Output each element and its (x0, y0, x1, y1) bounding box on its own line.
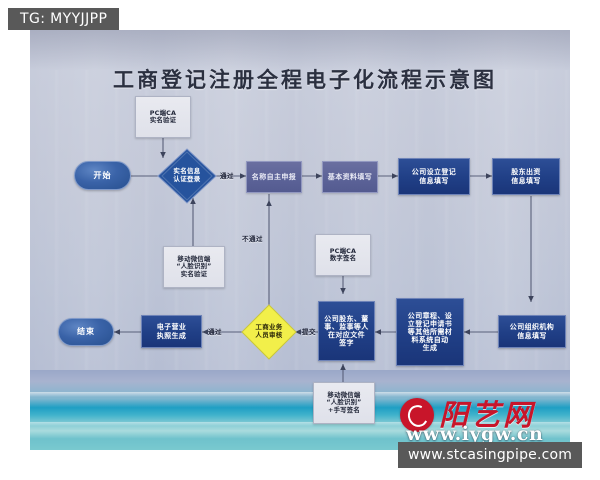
node-label: 移动微信端“人脸识别”实名验证 (176, 254, 212, 278)
node-label: 公司设立登记信息填写 (411, 168, 457, 185)
node-label: 实名信息认证登录 (173, 167, 201, 183)
node-label: 结束 (77, 327, 95, 337)
board-glare (30, 30, 570, 70)
display-board-background (30, 30, 570, 370)
site-url-text: www.stcasingpipe.com (408, 447, 573, 463)
node-mobile-face-realname: 移动微信端“人脸识别”实名验证 (163, 246, 225, 288)
chart-title: 工商登记注册全程电子化流程示意图 (113, 67, 497, 92)
node-label: 名称自主申报 (251, 172, 297, 181)
edge-label-pass-bottom: 通过 (208, 328, 222, 336)
node-label: 基本资料填写 (327, 172, 373, 181)
diamond-shape-icon (241, 304, 297, 360)
node-label: 公司组织机构信息填写 (509, 323, 555, 340)
band-gloss-line-2 (30, 422, 570, 426)
node-realname-login: 实名信息认证登录 (157, 148, 217, 204)
lower-color-band (30, 370, 570, 450)
node-label: 工商业务人员审核 (255, 323, 283, 339)
node-elicense-generate: 电子营业执照生成 (141, 315, 202, 348)
node-stakeholders-sign: 公司股东、董事、监事等人在对应文件签字 (318, 301, 375, 361)
node-label: 移动微信端“人脸识别”+手写签名 (326, 390, 362, 414)
site-url-chip: www.stcasingpipe.com (398, 442, 583, 468)
band-gloss-line-1 (30, 392, 570, 397)
node-name-self-declare: 名称自主申报 (246, 161, 302, 193)
node-label: 电子营业执照生成 (156, 323, 187, 340)
node-label: 股东出资信息填写 (511, 168, 541, 185)
node-auto-generate-documents: 公司章程、设立登记申请书等其他所需材料系统自动生成 (396, 298, 464, 366)
node-label: 开始 (93, 170, 112, 180)
node-end: 结束 (58, 318, 114, 346)
tg-handle-chip: TG: MYYJJPP (8, 8, 120, 30)
node-label: 公司章程、设立登记申请书等其他所需材料系统自动生成 (407, 311, 453, 353)
diamond-shape-icon (157, 148, 217, 204)
node-label: 公司股东、董事、监事等人在对应文件签字 (324, 314, 369, 348)
edge-label-submit: 提交 (302, 328, 316, 336)
edge-label-pass-top: 通过 (220, 172, 234, 180)
node-shareholder-capital-info: 股东出资信息填写 (492, 158, 560, 195)
node-basic-info-fill: 基本资料填写 (322, 161, 378, 193)
node-org-structure-info: 公司组织机构信息填写 (498, 315, 566, 348)
node-company-setup-registration: 公司设立登记信息填写 (398, 158, 470, 195)
node-start: 开始 (74, 161, 131, 190)
node-mobile-face-sign: 移动微信端“人脸识别”+手写签名 (313, 382, 375, 424)
edge-label-fail: 不通过 (242, 235, 263, 243)
tg-handle-text: TG: MYYJJPP (20, 11, 108, 27)
node-aic-review: 工商业务人员审核 (241, 304, 297, 360)
